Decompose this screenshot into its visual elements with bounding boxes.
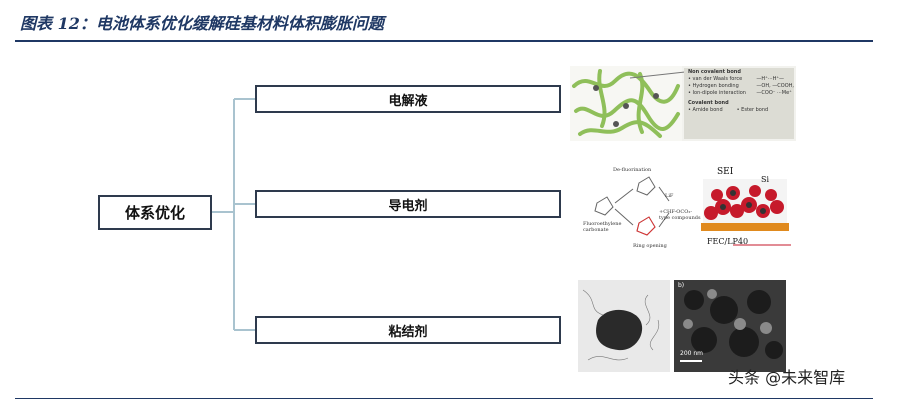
electrolyte-figure: Non covalent bond • van der Waals force … xyxy=(570,66,796,141)
tem-particle xyxy=(596,309,643,351)
binder-tem-image-right: b) 200 nm xyxy=(674,280,786,372)
scale-bar-label: 200 nm xyxy=(680,350,704,357)
footer-divider xyxy=(15,398,873,399)
branch-node-conductive-agent: 导电剂 xyxy=(255,190,561,218)
label-sei: SEI xyxy=(717,167,734,177)
conductive-agent-figure: De-fluorination Fluoroethylene carbonate… xyxy=(583,165,795,258)
label-lif: LiF xyxy=(665,193,674,199)
figure-title: 图表 12：电池体系优化缓解硅基材料体积膨胀问题 xyxy=(20,14,384,33)
legend-item: • Amide bond xyxy=(688,107,723,113)
branch-node-electrolyte: 电解液 xyxy=(255,85,561,113)
legend-formula: —OH, —COOH, xyxy=(756,83,794,89)
root-node: 体系优化 xyxy=(98,195,212,230)
legend-formula: —H⁺···H⁺— xyxy=(756,76,784,82)
legend-covalent-title: Covalent bond xyxy=(688,100,729,106)
label-ring-opening: Ring opening xyxy=(633,243,667,249)
watermark: 头条 @未来智库 xyxy=(728,368,846,387)
legend-formula: —COO⁻ ···Me⁺ xyxy=(756,90,792,96)
title-divider xyxy=(15,40,873,42)
label-fec: Fluoroethylene carbonate xyxy=(583,221,622,233)
binder-tem-image-left xyxy=(578,280,670,372)
label-si: Si xyxy=(761,175,770,184)
polymer-network-image xyxy=(570,66,794,141)
legend-item: • Hydrogen bonding xyxy=(688,83,739,89)
label-chf: +CHF-OCO₂- type compounds xyxy=(659,209,701,221)
legend-item: • Ester bond xyxy=(736,107,769,113)
fec-reaction-image xyxy=(594,176,791,246)
label-fec-lp40: FEC/LP40 xyxy=(707,237,749,246)
label-defluorination: De-fluorination xyxy=(613,167,652,173)
legend-item: • van der Waals force xyxy=(688,76,743,82)
branch-node-binder: 粘结剂 xyxy=(255,316,561,344)
legend-item: • Ion-dipole interaction xyxy=(688,90,746,96)
panel-tag: b) xyxy=(678,282,685,289)
legend-noncovalent-title: Non covalent bond xyxy=(688,69,741,75)
scale-bar xyxy=(680,360,702,362)
